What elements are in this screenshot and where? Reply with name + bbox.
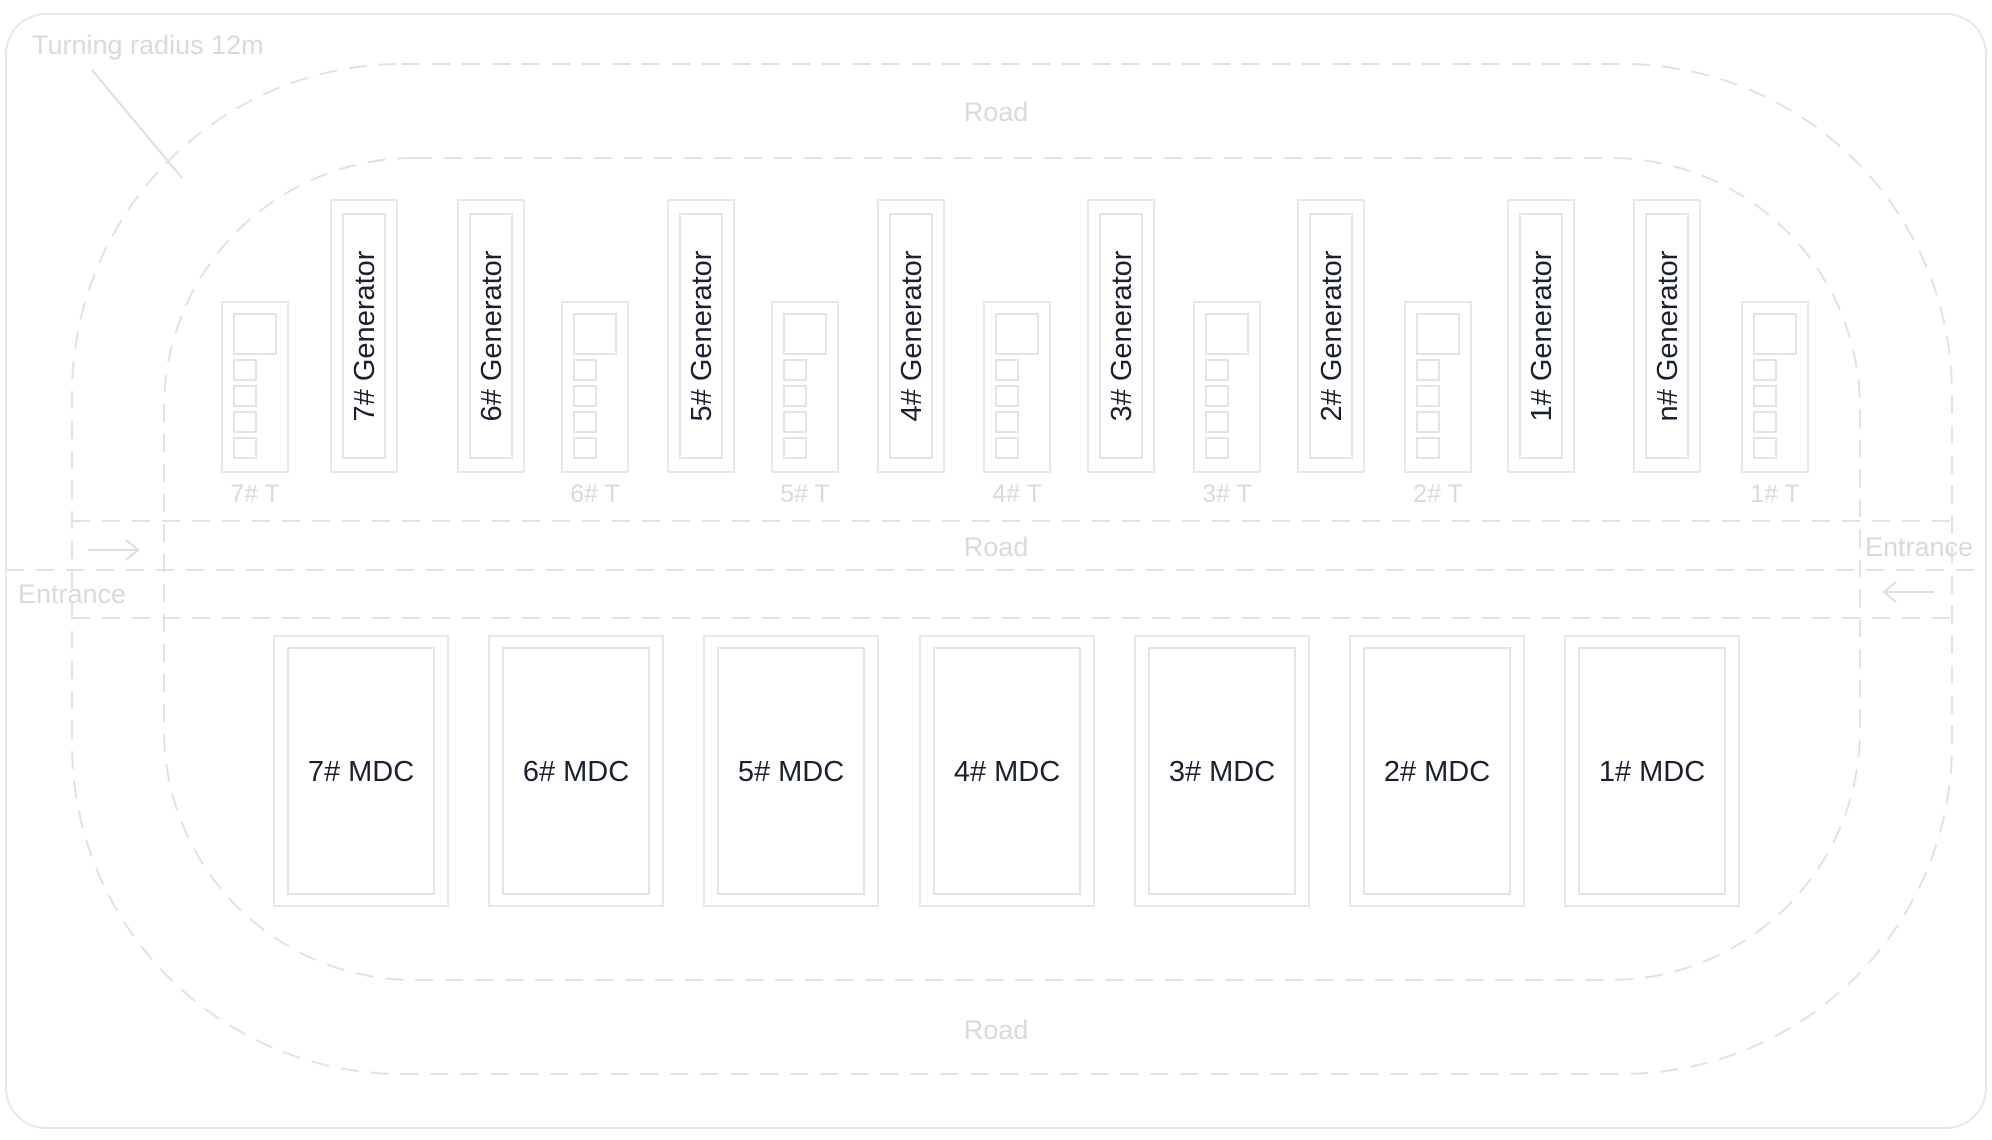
- transformer-4: 4# T: [983, 301, 1051, 508]
- road-label-top: Road: [964, 97, 1029, 127]
- transformer-label: 4# T: [992, 480, 1042, 508]
- road-label-middle: Road: [964, 532, 1029, 562]
- generator-6: 6# Generator: [457, 199, 525, 473]
- generator-label: 1# Generator: [1526, 250, 1558, 421]
- transformer-label: 3# T: [1202, 480, 1252, 508]
- transformer-label: 5# T: [780, 480, 830, 508]
- turning-radius-leader: [91, 69, 183, 179]
- turning-radius-label: Turning radius 12m: [32, 30, 264, 60]
- mdc-label: 2# MDC: [1384, 756, 1490, 788]
- generator-label: 2# Generator: [1316, 250, 1348, 421]
- transformer-label: 7# T: [230, 480, 280, 508]
- mdc-7: 7# MDC: [273, 635, 449, 907]
- outer-road-edge: [71, 63, 1953, 1075]
- transformer-5: 5# T: [771, 301, 839, 508]
- generator-label: n# Generator: [1652, 250, 1684, 421]
- generator-label: 4# Generator: [896, 250, 928, 421]
- mdc-label: 7# MDC: [308, 756, 414, 788]
- mdc-4: 4# MDC: [919, 635, 1095, 907]
- generator-1: 1# Generator: [1507, 199, 1575, 473]
- entrance-left-arrow-icon: [88, 539, 140, 561]
- mdc-3: 3# MDC: [1134, 635, 1310, 907]
- transformer-label: 6# T: [570, 480, 620, 508]
- generator-7: 7# Generator: [330, 199, 398, 473]
- transformer-1: 1# T: [1741, 301, 1809, 508]
- mdc-label: 5# MDC: [738, 756, 844, 788]
- generator-row: 7# Generator 6# Generator 5# Generator 4…: [330, 199, 1701, 473]
- mdc-row: 7# MDC 6# MDC 5# MDC 4# MDC 3# MDC 2# MD…: [273, 635, 1740, 907]
- transformer-3: 3# T: [1193, 301, 1261, 508]
- generator-label: 7# Generator: [349, 250, 381, 421]
- entrance-right-arrow-icon: [1882, 581, 1934, 603]
- generator-5: 5# Generator: [667, 199, 735, 473]
- mdc-label: 1# MDC: [1599, 756, 1705, 788]
- road-label-bottom: Road: [964, 1015, 1029, 1045]
- entrance-left-label: Entrance: [18, 579, 126, 609]
- generator-4: 4# Generator: [877, 199, 945, 473]
- generator-label: 3# Generator: [1106, 250, 1138, 421]
- transformer-row: 7# T 6# T 5# T 4# T: [221, 301, 1809, 508]
- generator-3: 3# Generator: [1087, 199, 1155, 473]
- mdc-2: 2# MDC: [1349, 635, 1525, 907]
- mdc-label: 3# MDC: [1169, 756, 1275, 788]
- mdc-5: 5# MDC: [703, 635, 879, 907]
- transformer-7: 7# T: [221, 301, 289, 508]
- generator-2: 2# Generator: [1297, 199, 1365, 473]
- generator-label: 6# Generator: [476, 250, 508, 421]
- mdc-6: 6# MDC: [488, 635, 664, 907]
- generator-label: 5# Generator: [686, 250, 718, 421]
- transformer-label: 2# T: [1413, 480, 1463, 508]
- transformer-2: 2# T: [1404, 301, 1472, 508]
- mdc-label: 4# MDC: [954, 756, 1060, 788]
- entrance-right-label: Entrance: [1865, 532, 1973, 562]
- transformer-6: 6# T: [561, 301, 629, 508]
- generator-n: n# Generator: [1633, 199, 1701, 473]
- mdc-1: 1# MDC: [1564, 635, 1740, 907]
- transformer-label: 1# T: [1750, 480, 1800, 508]
- mdc-label: 6# MDC: [523, 756, 629, 788]
